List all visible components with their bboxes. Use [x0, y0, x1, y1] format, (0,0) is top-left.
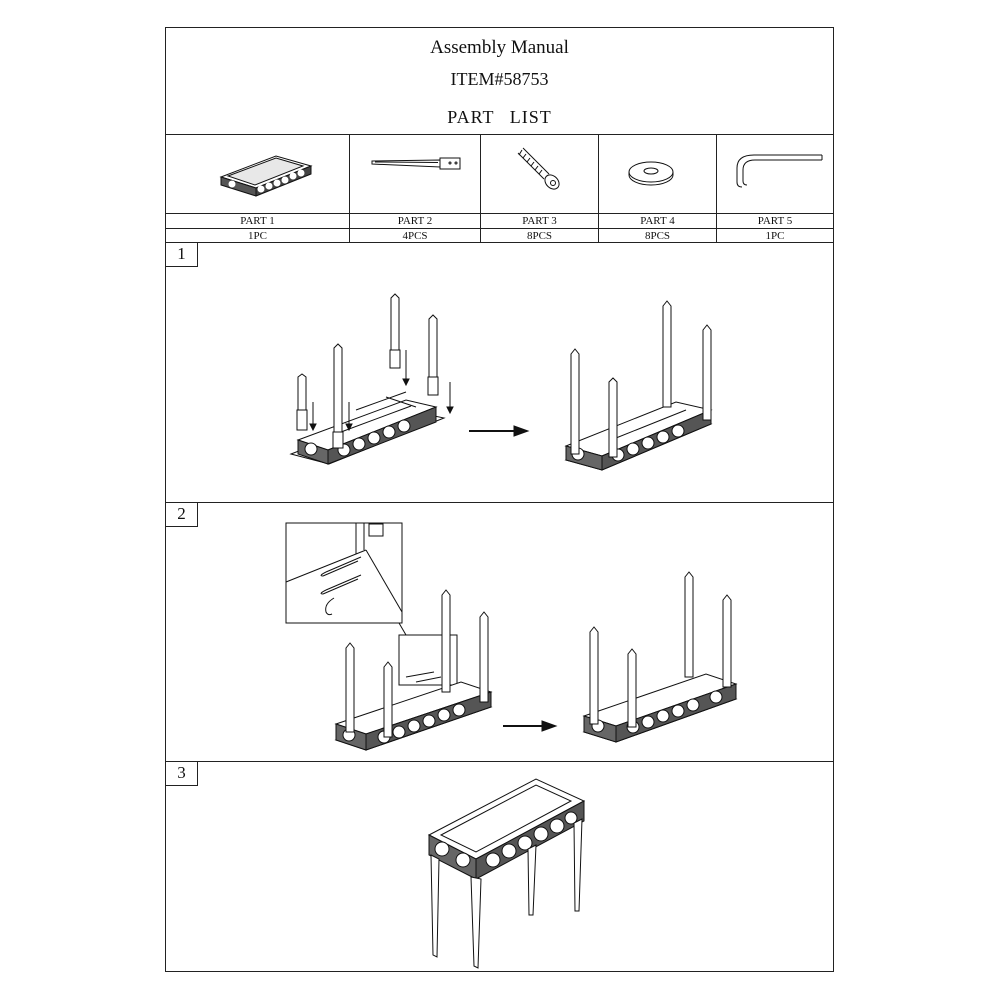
step-number: 3 — [166, 761, 198, 786]
step-1-panel: 1 — [166, 242, 833, 503]
step-number: 1 — [166, 242, 198, 267]
tabletop-frame-icon — [219, 155, 313, 197]
part-cell-3: PART 3 8PCS — [481, 134, 599, 242]
manual-header: Assembly Manual ITEM#58753 PART LIST — [166, 28, 833, 135]
part-name: PART 3 — [481, 213, 598, 229]
parts-table: PART 1 1PC PART 2 4PCS — [166, 134, 833, 243]
part-list-heading: PART LIST — [447, 107, 552, 127]
step-number: 2 — [166, 502, 198, 527]
manual-title: Assembly Manual — [430, 37, 569, 58]
part-quantity: 8PCS — [481, 228, 598, 243]
part-quantity: 1PC — [717, 228, 833, 243]
part-cell-5: PART 5 1PC — [717, 134, 833, 242]
step-2-panel: 2 — [166, 502, 833, 762]
assembly-sheet: Assembly Manual ITEM#58753 PART LIST — [165, 27, 834, 972]
step-1-illustration — [289, 293, 713, 471]
part-name: PART 2 — [350, 213, 480, 229]
part-cell-1: PART 1 1PC — [166, 134, 350, 242]
step-3-illustration — [427, 778, 586, 969]
step-3-panel: 3 — [166, 761, 833, 972]
part-name: PART 5 — [717, 213, 833, 229]
step-2-illustration — [285, 522, 738, 751]
part-name: PART 1 — [166, 213, 349, 229]
washer-icon — [628, 161, 674, 186]
part-name: PART 4 — [599, 213, 716, 229]
part-cell-2: PART 2 4PCS — [350, 134, 481, 242]
part-quantity: 8PCS — [599, 228, 716, 243]
part-quantity: 4PCS — [350, 228, 480, 243]
item-number: ITEM#58753 — [450, 69, 549, 89]
part-cell-4: PART 4 8PCS — [599, 134, 717, 242]
leg-icon — [371, 157, 461, 170]
bolt-icon — [517, 147, 560, 190]
part-quantity: 1PC — [166, 228, 349, 243]
allen-key-icon — [736, 154, 823, 188]
